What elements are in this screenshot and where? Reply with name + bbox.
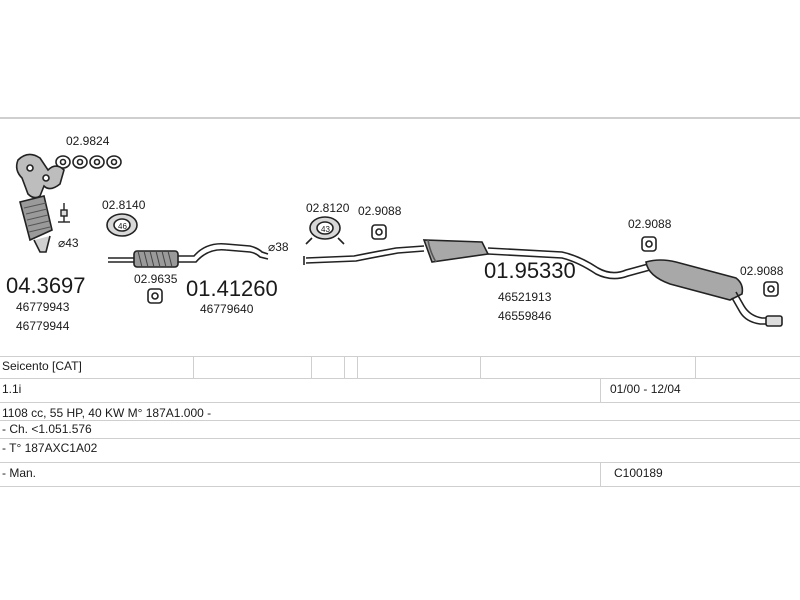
catalog-number-cell: C100189 xyxy=(614,466,663,480)
table-col-divider xyxy=(600,378,601,402)
sealing-ring-2-icon xyxy=(305,216,345,245)
top-border xyxy=(0,117,800,119)
table-col-divider xyxy=(480,356,481,378)
front-pipe-code: 01.41260 xyxy=(186,276,278,301)
model-cell: Seicento [CAT] xyxy=(2,359,82,373)
hanger-b-code: 02.9088 xyxy=(628,217,672,231)
middle-ref-2: 46559846 xyxy=(498,309,552,323)
rubber-hanger-c-icon xyxy=(763,281,779,297)
table-row-divider xyxy=(0,356,800,357)
table-row-divider xyxy=(0,402,800,403)
rubber-hanger-b-icon xyxy=(641,236,657,252)
middle-code: 01.95330 xyxy=(484,258,576,283)
exhaust-diagram: 02.9824 ⌀43 04.3697 46779943 46779944 02… xyxy=(6,134,784,333)
sealing-ring-icon xyxy=(106,213,138,237)
catalyst-ref-1: 46779943 xyxy=(16,300,70,314)
hanger-a-code: 02.9088 xyxy=(358,204,402,218)
clamp-icon xyxy=(147,288,163,304)
gasket-code: 02.9824 xyxy=(66,134,110,148)
table-row-divider xyxy=(0,486,800,487)
rubber-hanger-a-icon xyxy=(371,224,387,240)
transmission-cell: - Man. xyxy=(2,466,37,480)
table-row-divider xyxy=(0,462,800,463)
front-pipe-icon xyxy=(108,242,269,268)
catalyst-code: 04.3697 xyxy=(6,273,86,298)
clamp-code: 02.9635 xyxy=(134,272,178,286)
diameter-43-label: ⌀43 xyxy=(58,236,79,250)
hanger-c-code: 02.9088 xyxy=(740,264,784,278)
table-col-divider xyxy=(357,356,358,378)
table-row-divider xyxy=(0,378,800,379)
rear-silencer-icon xyxy=(645,259,783,327)
front-pipe-ref: 46779640 xyxy=(200,302,254,316)
type-cell: - T° 187AXC1A02 xyxy=(2,441,98,455)
ring-label: 46 xyxy=(118,222,127,231)
ring2-code: 02.8120 xyxy=(306,201,350,215)
ring2-label: 43 xyxy=(321,225,330,234)
table-col-divider xyxy=(600,462,601,486)
table-row-divider xyxy=(0,420,800,421)
middle-silencer-icon xyxy=(303,239,651,280)
table-col-divider xyxy=(344,356,345,378)
diameter-38-label: ⌀38 xyxy=(268,240,289,254)
gasket-set-icon xyxy=(55,155,122,169)
engine-cell: 1.1i xyxy=(2,382,22,396)
catalyst-manifold-icon xyxy=(15,153,65,253)
chassis-cell: - Ch. <1.051.576 xyxy=(2,422,92,436)
table-col-divider xyxy=(311,356,312,378)
middle-ref-1: 46521913 xyxy=(498,290,552,304)
spec-cell: 1108 cc, 55 HP, 40 KW M° 187A1.000 - xyxy=(2,406,212,420)
ring-code: 02.8140 xyxy=(102,198,146,212)
table-col-divider xyxy=(695,356,696,378)
dates-cell: 01/00 - 12/04 xyxy=(610,382,681,396)
catalyst-ref-2: 46779944 xyxy=(16,319,70,333)
table-col-divider xyxy=(193,356,194,378)
sensor-stud-icon xyxy=(58,203,70,223)
table-row-divider xyxy=(0,438,800,439)
